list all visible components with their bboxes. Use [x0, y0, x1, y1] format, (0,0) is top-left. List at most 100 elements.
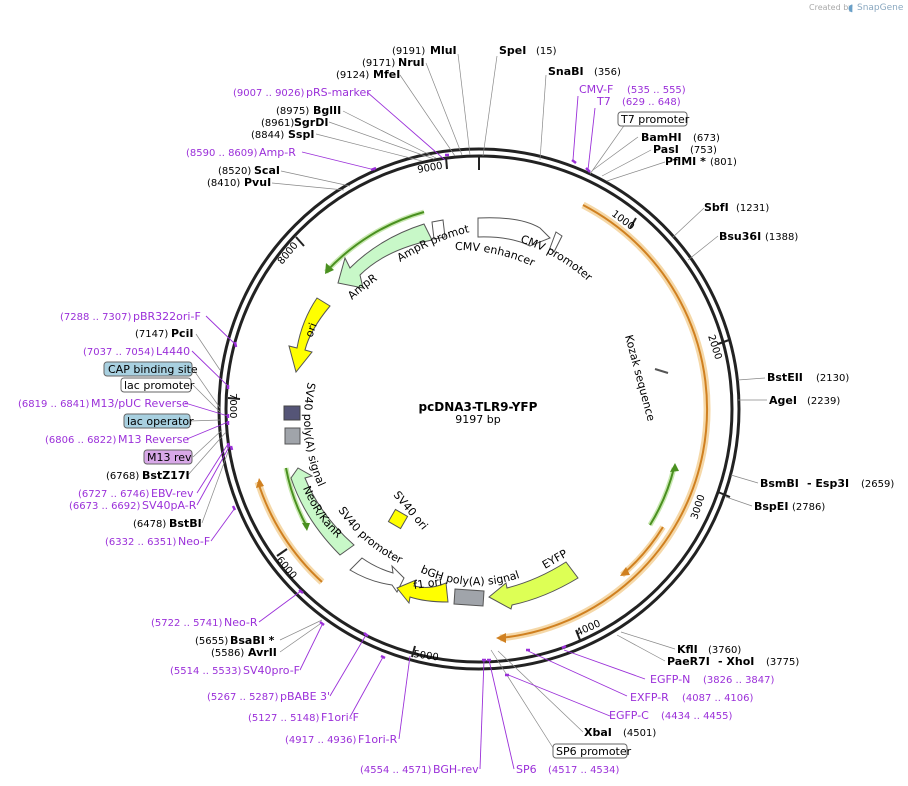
primer-pos: (629 .. 648)	[622, 97, 681, 108]
enzyme-pos: (6478)	[133, 519, 166, 530]
primer-name[interactable]: EGFP-C	[609, 709, 649, 722]
primer-pos: (5514 .. 5533)	[170, 666, 242, 677]
enzyme-name[interactable]: XbaI	[584, 726, 612, 739]
lac-promoter-box[interactable]: lac promoter	[120, 377, 195, 393]
enzyme-pos: (753)	[690, 145, 717, 156]
primer-name[interactable]: SP6	[516, 763, 537, 776]
primer-name[interactable]: pBABE 3'	[280, 690, 330, 703]
enzyme-name[interactable]: AgeI	[769, 394, 797, 407]
enzyme-pos: (1388)	[765, 232, 798, 243]
enzyme-name[interactable]: AvrII	[248, 646, 277, 659]
enzyme-name[interactable]: SpeI	[499, 44, 526, 57]
feature-sv40-polya[interactable]	[283, 405, 301, 445]
feature-sv40-ori[interactable]	[387, 508, 409, 530]
feature-ampr-promoter[interactable]	[431, 219, 446, 240]
enzyme-name[interactable]: BsaBI *	[230, 634, 275, 647]
enzyme-name[interactable]: SnaBI	[548, 65, 584, 78]
enzyme-name[interactable]: BstEII	[767, 371, 803, 384]
primer-name[interactable]: Neo-F	[178, 535, 210, 548]
enzyme-pos: (8410)	[207, 178, 240, 189]
primer-name[interactable]: BGH-rev	[433, 763, 479, 776]
enzyme-pos: (673)	[693, 133, 720, 144]
sp6-promoter-box[interactable]: SP6 promoter	[552, 743, 632, 759]
enzyme-name[interactable]: Bsu36I	[719, 230, 761, 243]
primer-pos: (6332 .. 6351)	[105, 537, 177, 548]
svg-text:T7 promoter: T7 promoter	[620, 113, 690, 126]
enzyme-name[interactable]: BsmBI	[760, 477, 799, 490]
enzyme-name[interactable]: NruI	[398, 56, 425, 69]
cap-binding-site-box[interactable]: CAP binding site	[103, 361, 198, 377]
enzyme-name[interactable]: MluI	[430, 44, 457, 57]
enzyme-name[interactable]: SgrDI	[294, 116, 328, 129]
enzyme-name[interactable]: BstZ17I	[142, 469, 190, 482]
enzyme-name[interactable]: PasI	[653, 143, 679, 156]
feature-ori[interactable]	[288, 297, 331, 374]
primer-pos: (4434 .. 4455)	[661, 711, 733, 722]
primer-name[interactable]: EGFP-N	[650, 673, 690, 686]
t7-promoter-box[interactable]: T7 promoter	[617, 111, 690, 127]
primer-name[interactable]: SV40pA-R	[142, 499, 197, 512]
primer-name[interactable]: pBR322ori-F	[133, 310, 201, 323]
primer-pos: (6673 .. 6692)	[69, 501, 141, 512]
enzyme-pos: (9124)	[336, 70, 369, 81]
primer-name[interactable]: CMV-F	[579, 83, 613, 96]
primer-name[interactable]: pRS-marker	[306, 86, 371, 99]
enzyme-name[interactable]: PvuI	[244, 176, 271, 189]
primer-name[interactable]: M13 Reverse	[118, 433, 189, 446]
label-f1-ori: f1 ori	[413, 575, 443, 592]
tick-6000: 6000	[274, 555, 299, 582]
snapgene-logo-icon: ◖	[848, 3, 853, 14]
lac-operator-box[interactable]: lac operator	[123, 413, 194, 429]
enzyme-name[interactable]: KflI	[677, 643, 698, 656]
enzyme-name[interactable]: BglII	[313, 104, 341, 117]
enzyme-name[interactable]: BamHI	[641, 131, 682, 144]
svg-text:CAP binding site: CAP binding site	[108, 363, 198, 376]
feature-sv40-promoter[interactable]	[349, 557, 405, 593]
enzyme-pos: (3760)	[708, 645, 741, 656]
primer-name[interactable]: L4440	[156, 345, 190, 358]
feature-f1-ori[interactable]	[396, 579, 449, 605]
primer-name[interactable]: T7	[596, 95, 611, 108]
enzyme-name[interactable]: BstBI	[169, 517, 202, 530]
primer-name[interactable]: EXFP-R	[630, 691, 669, 704]
primer-leader-lines	[184, 91, 646, 770]
feature-kozak[interactable]	[654, 368, 669, 374]
enzyme-name[interactable]: - Esp3I	[807, 477, 849, 490]
primer-pos: (3826 .. 3847)	[703, 675, 775, 686]
feature-neor-kanr[interactable]	[290, 467, 355, 556]
enzyme-name[interactable]: PaeR7I	[667, 655, 710, 668]
tick-5000: 5000	[413, 649, 440, 663]
enzyme-pos: (8975)	[276, 106, 309, 117]
primer-name[interactable]: SV40pro-F	[243, 664, 300, 677]
enzyme-name[interactable]: SspI	[288, 128, 314, 141]
feature-cmv-enhancer[interactable]	[477, 217, 551, 247]
enzyme-pos: (2130)	[816, 373, 849, 384]
m13-rev-box[interactable]: M13 rev	[143, 449, 193, 465]
primer-name[interactable]: F1ori-R	[358, 733, 398, 746]
primer-name[interactable]: Amp-R	[259, 146, 296, 159]
primer-pos: (6806 .. 6822)	[45, 435, 117, 446]
enzyme-name[interactable]: BspEI	[754, 500, 788, 513]
enzyme-pos: (5655)	[195, 636, 228, 647]
feature-cmv-promoter[interactable]	[549, 231, 563, 253]
enzyme-name[interactable]: - XhoI	[718, 655, 754, 668]
feature-ampr[interactable]	[337, 223, 433, 289]
enzyme-pos: (8520)	[218, 166, 251, 177]
enzyme-pos: (8961)	[261, 118, 294, 129]
primer-name[interactable]: M13/pUC Reverse	[91, 397, 189, 410]
enzyme-name[interactable]: PciI	[171, 327, 193, 340]
primer-marks	[226, 153, 591, 677]
enzyme-name[interactable]: MfeI	[373, 68, 400, 81]
feature-bgh-polya[interactable]	[453, 588, 485, 607]
primer-name[interactable]: Neo-R	[224, 616, 258, 629]
enzyme-pos: (4501)	[623, 728, 656, 739]
enzyme-name[interactable]: SbfI	[704, 201, 729, 214]
enzyme-name[interactable]: PflMI *	[665, 155, 706, 168]
feature-eyfp[interactable]	[488, 561, 579, 610]
enzyme-pos: (2786)	[792, 502, 825, 513]
watermark-brand: SnapGene	[857, 3, 904, 13]
enzyme-leader-lines	[187, 53, 767, 752]
primer-name[interactable]: F1ori-F	[321, 711, 359, 724]
enzyme-name[interactable]: ScaI	[254, 164, 280, 177]
primer-name[interactable]: EBV-rev	[151, 487, 194, 500]
